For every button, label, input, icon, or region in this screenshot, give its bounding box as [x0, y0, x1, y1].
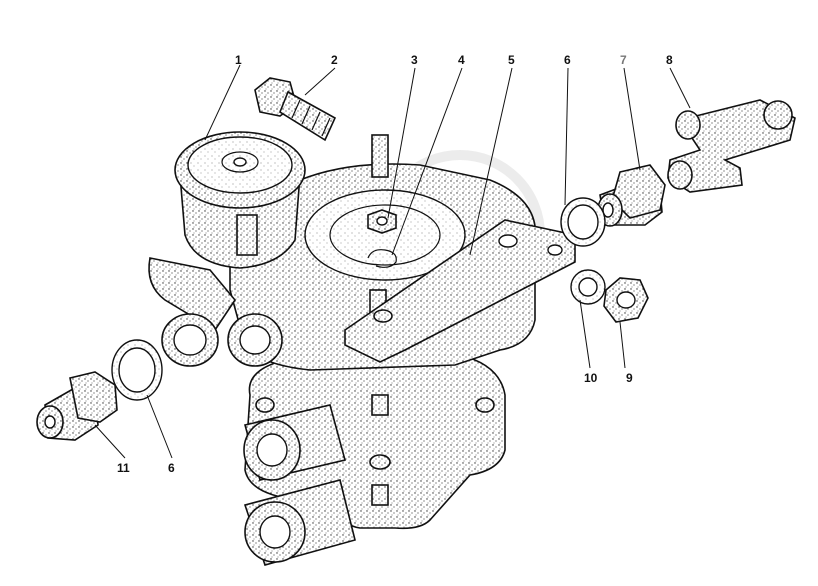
callout-10: 10: [584, 371, 598, 385]
filter-cap: [174, 131, 306, 209]
leader-lines: [94, 64, 691, 459]
nut-9: [603, 277, 649, 323]
washer-6-bottom: [111, 339, 163, 401]
callout-11: 11: [117, 461, 130, 475]
callout-7: 7: [620, 53, 627, 67]
washer-6-top: [560, 197, 606, 247]
callout-3: 3: [411, 53, 418, 67]
bolt-2: [254, 77, 337, 142]
spring-washer-10: [570, 269, 606, 305]
fitting-11: [36, 371, 118, 441]
mounting-bracket: [344, 219, 576, 363]
callout-8: 8: [666, 53, 673, 67]
callout-9: 9: [626, 371, 633, 385]
callout-1: 1: [235, 53, 242, 67]
callout-labels: 1 2 3 4 5 6 7 8 9 10 11 6: [117, 53, 673, 475]
callout-6-bottom: 6: [168, 461, 175, 475]
fitting-7: [597, 164, 666, 227]
tee-fitting-8: [667, 99, 796, 193]
callout-5: 5: [508, 53, 515, 67]
callout-2: 2: [331, 53, 338, 67]
valve-body: [148, 134, 537, 566]
callout-6-top: 6: [564, 53, 571, 67]
callout-4: 4: [458, 53, 465, 67]
